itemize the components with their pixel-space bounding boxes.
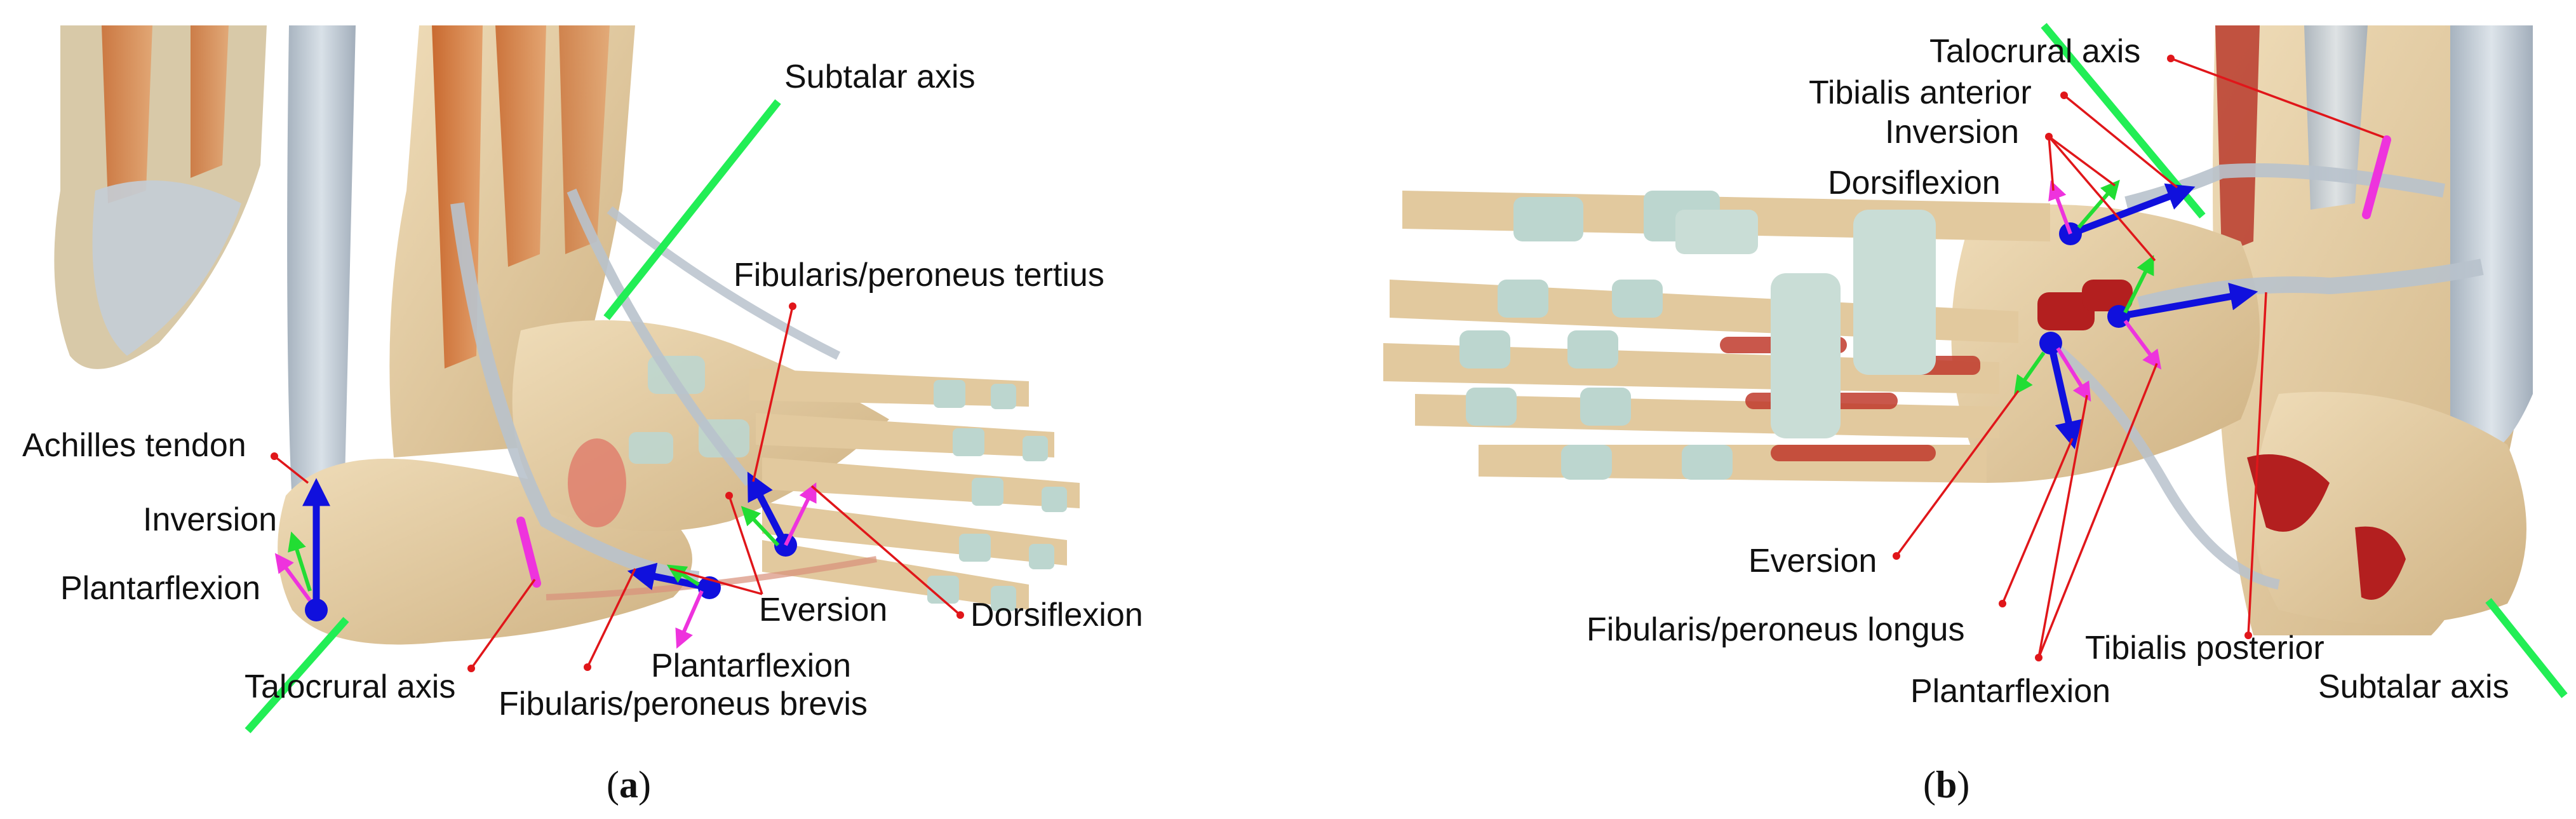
calcaneus-b xyxy=(2253,391,2526,625)
tertius-dorsiflexion-vector xyxy=(784,482,817,546)
label-inversion-b: Inversion xyxy=(1885,114,2019,151)
achilles-plantarflexion-vector xyxy=(274,553,312,602)
tibialis-posterior-tendon xyxy=(2137,259,2484,313)
brevis-plantarflexion-vector xyxy=(675,590,704,649)
label-fibularis-brevis: Fibularis/peroneus brevis xyxy=(499,686,868,722)
label-fibularis-longus: Fibularis/peroneus longus xyxy=(1587,611,1964,648)
fibularis-longus-eversion-vector xyxy=(2014,351,2046,395)
achilles-tendon-shape xyxy=(287,25,356,594)
midfoot-b xyxy=(1951,204,2260,483)
label-dorsiflexion: Dorsiflexion xyxy=(970,597,1143,633)
foot-illustration-b xyxy=(1383,25,2533,635)
label-fibularis-tertius: Fibularis/peroneus tertius xyxy=(734,257,1104,294)
calf-muscle-left xyxy=(102,25,152,203)
tibialis-posterior-plantarflexion-vector xyxy=(2123,320,2162,370)
joint-cartilage-b xyxy=(1459,191,1936,480)
label-subtalar-axis-b: Subtalar axis xyxy=(2318,668,2509,705)
fibularis-longus-force-vector xyxy=(2047,342,2083,450)
extensor-tendon xyxy=(607,206,841,360)
talocrural-axis-marker-b xyxy=(2362,135,2391,219)
medial-muscle-b xyxy=(2215,25,2260,254)
panel-b-figure: Talocrural axis Tibialis anterior Invers… xyxy=(1383,23,2568,806)
label-plantarflexion-b: Plantarflexion xyxy=(1910,673,2110,710)
fibularis-longus-tendon xyxy=(2047,339,2280,590)
lateral-muscle-insertion xyxy=(568,438,626,527)
panel-a-figure: Subtalar axis Fibularis/peroneus tertius… xyxy=(22,25,1143,806)
leader-lines-b xyxy=(1893,55,2384,661)
tibialis-posterior-inversion-vector xyxy=(2123,255,2154,314)
tibialis-anterior-inversion-vector xyxy=(2077,179,2120,229)
caption-b: (b) xyxy=(1923,764,1969,806)
panel-b-medial-view: Talocrural axis Tibialis anterior Invers… xyxy=(1288,0,2576,819)
label-plantarflexion-left: Plantarflexion xyxy=(60,570,260,607)
subtalar-axis-line-a xyxy=(603,99,781,320)
label-subtalar-axis: Subtalar axis xyxy=(784,58,976,95)
tibialis-posterior-force-vector xyxy=(2118,282,2258,320)
anterior-muscle xyxy=(495,25,546,267)
calf-muscle-left-2 xyxy=(191,25,229,178)
label-tibialis-posterior: Tibialis posterior xyxy=(2085,630,2324,667)
talocrural-axis-marker-a xyxy=(516,517,541,588)
tertius-force-vector xyxy=(747,471,789,547)
anterior-tendon-b xyxy=(2304,25,2368,210)
label-inversion: Inversion xyxy=(143,501,277,538)
subtalar-axis-bottom-b xyxy=(2485,598,2568,698)
label-talocrural-axis-b: Talocrural axis xyxy=(1929,33,2140,70)
posterior-tendon-b xyxy=(2450,25,2533,456)
caption-a: (a) xyxy=(607,764,651,806)
tarsal-muscle-2 xyxy=(2082,280,2133,311)
label-tibialis-anterior: Tibialis anterior xyxy=(1809,74,2032,111)
abductor-muscle-b xyxy=(2247,454,2330,532)
achilles-inversion-vector xyxy=(288,531,312,592)
foot-illustration-a xyxy=(54,25,1080,645)
tertius-eversion-vector xyxy=(741,506,780,547)
label-eversion: Eversion xyxy=(759,592,887,628)
label-achilles-tendon: Achilles tendon xyxy=(22,427,246,464)
tarsal-muscle-1 xyxy=(2037,292,2095,330)
label-talocrural-axis: Talocrural axis xyxy=(245,668,455,705)
leader-lines-a xyxy=(271,302,964,672)
label-plantarflexion-right: Plantarflexion xyxy=(651,647,851,684)
toe-joints-a xyxy=(927,380,1067,611)
label-eversion-b: Eversion xyxy=(1748,543,1877,579)
fibularis-longus-plantarflexion-vector xyxy=(2056,347,2091,402)
talocrural-axis-line-a xyxy=(245,617,349,733)
background-tendon-sheath xyxy=(92,180,241,356)
tibialis-anterior-dorsiflexion-vector xyxy=(2048,180,2072,235)
tibialis-anterior-force-vector xyxy=(2069,183,2196,238)
flexor-muscle-b xyxy=(2355,526,2406,600)
fibularis-tertius-tendon xyxy=(567,188,754,487)
panel-a-lateral-view: Subtalar axis Fibularis/peroneus tertius… xyxy=(22,25,1143,806)
label-dorsiflexion-b: Dorsiflexion xyxy=(1828,165,2001,201)
